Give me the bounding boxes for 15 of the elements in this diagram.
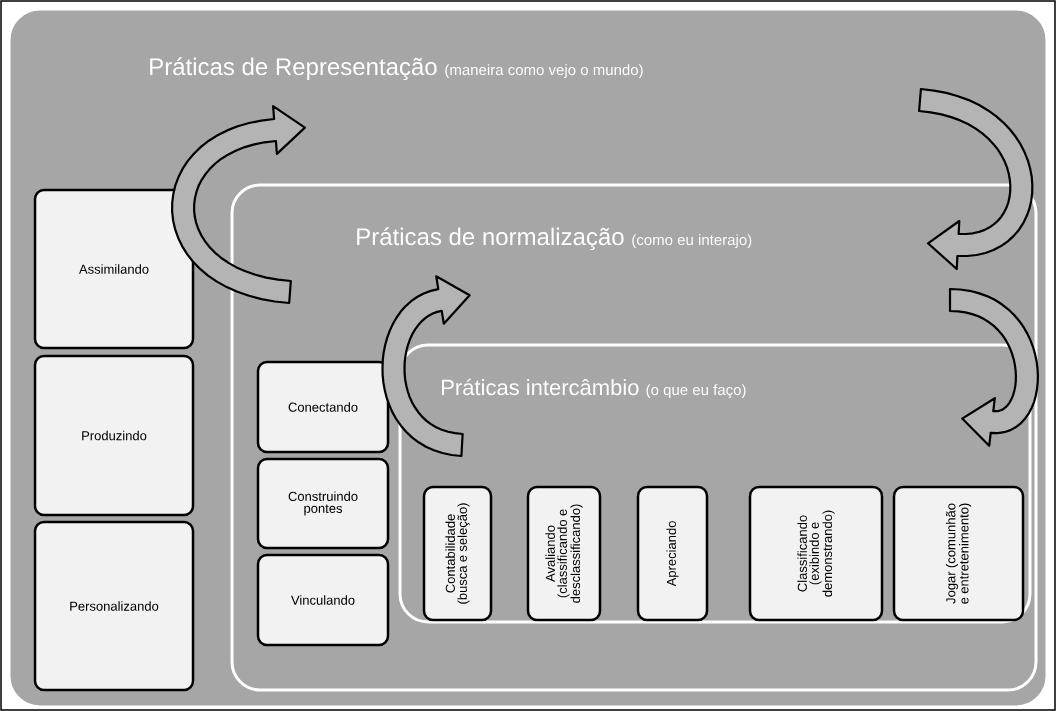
practice-box: Produzindo [33,354,195,517]
practice-box: Assimilando [33,188,195,350]
curved-arrow [918,87,1034,271]
curved-arrow [171,105,306,305]
practice-box: Apreciando [636,485,709,622]
practice-box: Construindo pontes [256,457,390,550]
practice-box: Avaliando (classificando e desclassificando) [526,485,602,622]
practice-box: Conectando [256,360,390,454]
practice-box: Jogar (comunhão e entretenimento) [892,485,1025,622]
practice-box: Personalizando [33,520,195,692]
curved-arrow [948,287,1039,447]
practice-box: Classificando (exibindo e demonstrando) [748,485,884,622]
practice-box: Vinculando [256,553,390,647]
practice-box: Contabilidade (busca e seleção) [422,485,493,622]
curved-arrow [381,275,471,458]
